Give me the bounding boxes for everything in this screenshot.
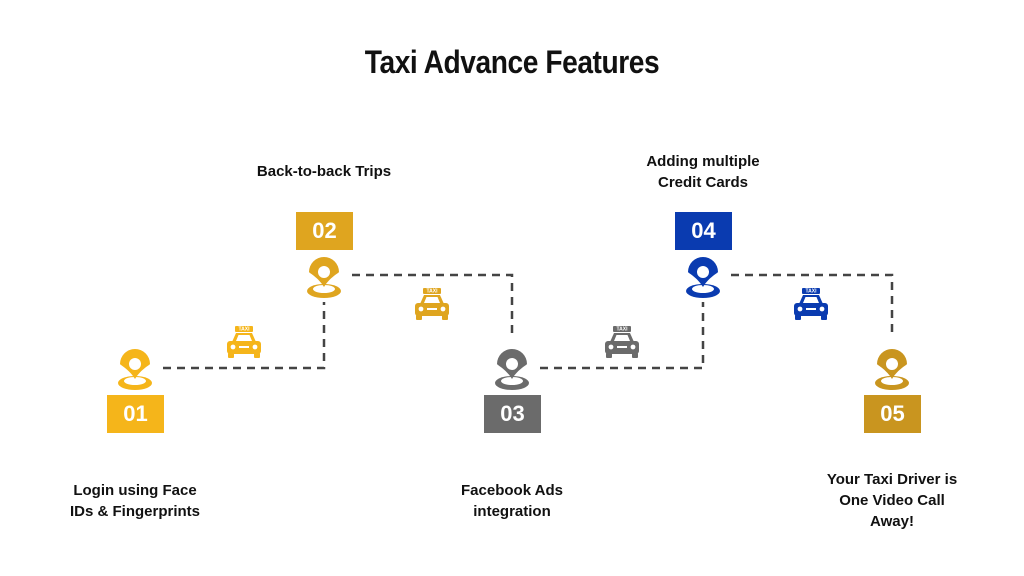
svg-text:TAXI: TAXI	[805, 289, 817, 295]
taxi-icon: TAXI	[415, 288, 449, 320]
location-pin-icon	[307, 257, 341, 298]
connector-line-4	[731, 273, 894, 338]
step-number-badge-01: 01	[107, 395, 164, 433]
location-pin-icon	[495, 349, 529, 390]
taxi-icon: TAXI	[605, 326, 639, 358]
step-number-badge-03: 03	[484, 395, 541, 433]
location-pin-icon	[118, 349, 152, 390]
connector-line-1	[163, 302, 326, 370]
location-pin-icon	[686, 257, 720, 298]
step-label-03: Facebook Ads integration	[461, 482, 563, 520]
location-pins	[118, 257, 909, 390]
svg-text:TAXI: TAXI	[238, 327, 250, 333]
step-number-badge-04: 04	[675, 212, 732, 250]
step-label-04: Adding multiple Credit Cards	[646, 153, 760, 191]
svg-text:TAXI: TAXI	[426, 289, 438, 295]
taxi-icon: TAXI	[794, 288, 828, 320]
connector-line-2	[352, 273, 514, 338]
svg-text:TAXI: TAXI	[616, 327, 628, 333]
taxi-icons: TAXI TAXI TAXI TAXI	[227, 288, 828, 358]
step-label-02: Back-to-back Trips	[256, 163, 392, 180]
connector-lines	[163, 273, 894, 370]
page-title: Taxi Advance Features	[364, 44, 660, 80]
taxi-icon: TAXI	[227, 326, 261, 358]
step-label-01: Login using Face IDs & Fingerprints	[69, 482, 200, 520]
step-number-badge-02: 02	[296, 212, 353, 250]
step-label-05: Your Taxi Driver is One Video Call Away!	[826, 471, 958, 530]
step-number-badge-05: 05	[864, 395, 921, 433]
location-pin-icon	[875, 349, 909, 390]
